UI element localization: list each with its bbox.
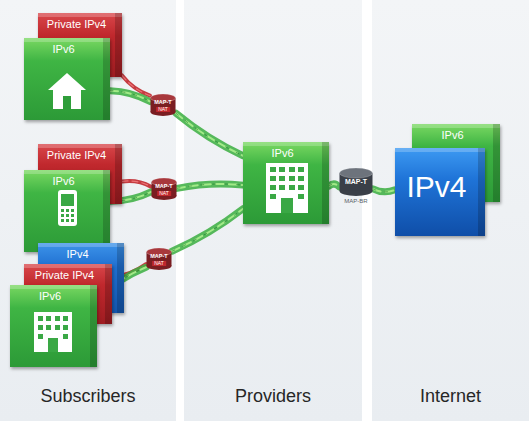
node-label: IPv6 [243, 147, 322, 160]
node-label: MAP-T [146, 254, 172, 260]
node-label: IPv4 [395, 170, 478, 203]
wire-strand [177, 184, 243, 188]
router-symbol: MAP-TNAT [151, 178, 177, 200]
node-label: Private IPv4 [38, 149, 115, 162]
wire-strand [373, 189, 395, 192]
column-band: SubscribersPrivate IPv4IPv6MAP-TNATPriva… [0, 0, 176, 421]
provider-building-icon [266, 163, 308, 213]
wire-strand [373, 189, 395, 192]
router-symbol: MAP-TNAT [146, 248, 172, 270]
node-label: IPv6 [412, 129, 493, 142]
node-label: NAT [157, 191, 171, 196]
wire-strand [329, 184, 339, 187]
office-icon [34, 312, 72, 352]
wire-strand [329, 184, 339, 187]
border-router-symbol: MAP-TMAP-BR [339, 168, 373, 208]
node-label: IPv6 [10, 290, 90, 303]
node-label: Providers [184, 386, 362, 407]
node-label: IPv4 [38, 248, 117, 261]
wire-strand [177, 184, 243, 188]
phone-icon [58, 190, 77, 226]
node-label: IPv6 [24, 175, 103, 188]
wire-strand [329, 184, 339, 187]
ipv6-link [373, 189, 395, 192]
node-label: MAP-BR [333, 198, 379, 204]
node-label: MAP-T [151, 184, 177, 190]
node-label: Subscribers [0, 386, 176, 407]
ipv4-internet-box: IPv4 [395, 148, 485, 236]
node-label: NAT [156, 107, 170, 112]
node-label: Private IPv4 [24, 269, 105, 282]
node-label: MAP-T [150, 100, 176, 106]
column-band: Internet IPv6IPv4 [372, 0, 529, 421]
wire-strand [177, 184, 243, 188]
ipv6-link [329, 184, 339, 187]
node-label: MAP-T [339, 178, 373, 185]
router-symbol: MAP-TNAT [150, 94, 176, 116]
node-label: Private IPv4 [38, 18, 115, 31]
wire-strand [373, 189, 395, 192]
ipv6-link [177, 184, 243, 188]
node-label: NAT [152, 261, 166, 266]
node-label: Internet [372, 386, 529, 407]
node-label: IPv6 [24, 43, 103, 56]
